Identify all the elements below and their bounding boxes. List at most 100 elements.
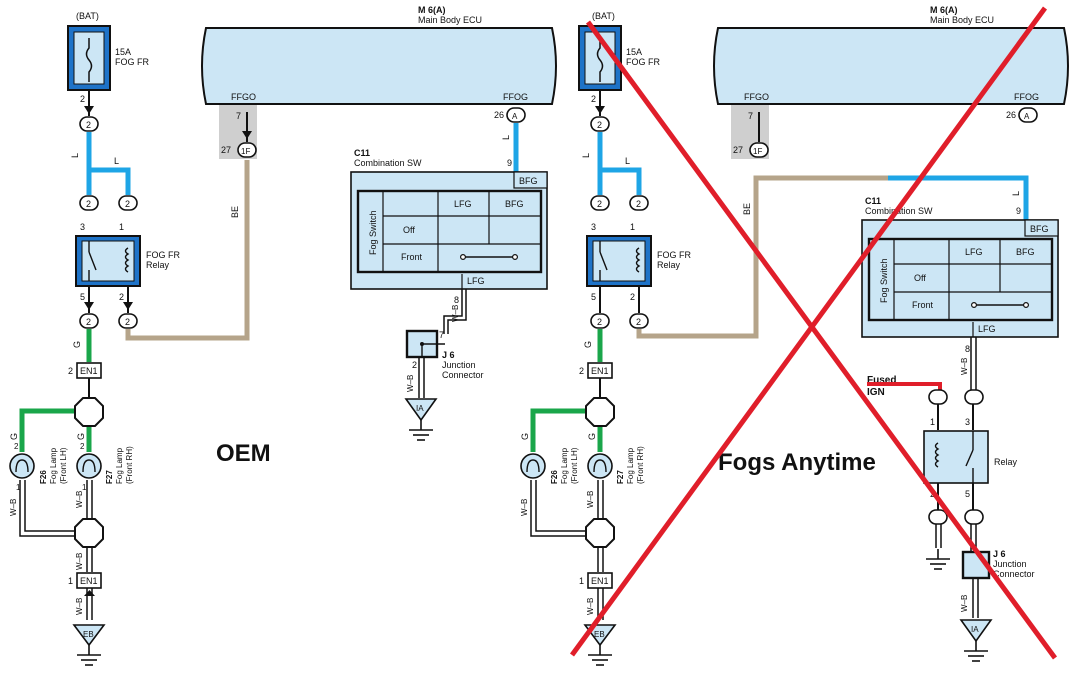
- conn-label: 2: [636, 317, 641, 327]
- en1-label: EN1: [80, 576, 98, 586]
- eb-label: EB: [83, 630, 94, 639]
- pin-num: 27: [733, 145, 743, 155]
- fog-lamp-rh: [76, 453, 102, 479]
- pin-num: 2: [630, 292, 635, 302]
- pin-num: 7: [439, 330, 444, 340]
- ground-icon: [963, 641, 989, 662]
- pin-num: 3: [80, 222, 85, 232]
- pin-ffgo: FFGO: [744, 92, 769, 102]
- pin-num: 1: [119, 222, 124, 232]
- pin-num: 5: [591, 292, 596, 302]
- ecu-code: M 6(A): [418, 5, 446, 15]
- fuse-name: FOG FR: [115, 57, 149, 67]
- conn-a: A: [1024, 112, 1030, 121]
- main-body-ecu: [201, 27, 557, 105]
- conn-label: 2: [86, 317, 91, 327]
- bfg-label: BFG: [1030, 224, 1049, 234]
- wire-g: G: [587, 433, 597, 440]
- ecu-code: M 6(A): [930, 5, 958, 15]
- fog-lamp-label: Fog Lamp: [49, 447, 58, 484]
- wire-g: G: [520, 433, 530, 440]
- fuse-name: FOG FR: [626, 57, 660, 67]
- junction-name: Junction: [442, 360, 476, 370]
- fog-lamp-label: Fog Lamp: [626, 447, 635, 484]
- wire-wb: W–B: [75, 553, 84, 570]
- sw-code: C11: [865, 196, 881, 206]
- f27-label: F27: [616, 470, 625, 484]
- conn-label: 2: [597, 199, 602, 209]
- blue-wire-l-sw: [888, 175, 1029, 220]
- off-label: Off: [914, 273, 926, 283]
- relay-label: Relay: [146, 260, 170, 270]
- pin-num: 1: [630, 222, 635, 232]
- pin-num: 2: [412, 360, 417, 370]
- ia-label: IA: [416, 404, 424, 413]
- pin-num: 2: [80, 442, 85, 451]
- pin-num: 7: [748, 111, 753, 121]
- wire-g: G: [583, 341, 593, 348]
- junction-name-2: Connector: [442, 370, 484, 380]
- lfg-out-label: LFG: [978, 324, 996, 334]
- tan-wire-be: [125, 160, 250, 341]
- pin-num: 26: [1006, 110, 1016, 120]
- oem-caption: OEM: [216, 440, 271, 467]
- fog-lamp-lh: [9, 453, 35, 479]
- red-cross-line-1: [585, 20, 1058, 660]
- ecu-name: Main Body ECU: [930, 15, 994, 25]
- wire-wb: W–B: [586, 598, 595, 615]
- fuse-icon: [85, 38, 93, 82]
- pin-num: 7: [236, 111, 241, 121]
- sw-name: Combination SW: [354, 158, 422, 168]
- wire-wb: W–B: [75, 598, 84, 615]
- pin-ffog: FFOG: [503, 92, 528, 102]
- ground-icon: [925, 549, 951, 570]
- front-lh-label: (Front LH): [59, 447, 68, 484]
- pin-ffgo: FFGO: [231, 92, 256, 102]
- lfg-out-label: LFG: [467, 276, 485, 286]
- bfg-col-label: BFG: [505, 199, 524, 209]
- blue-wire-l: [86, 132, 131, 195]
- wire-l: L: [581, 153, 591, 158]
- oem-diagram: (BAT) 15A FOG FR 2 2 L L 2 2 3 1 FOG FR …: [9, 5, 557, 666]
- bat-label: (BAT): [592, 11, 615, 21]
- wire-wb: W–B: [586, 491, 595, 508]
- pin-num: 3: [591, 222, 596, 232]
- conn-1f: 1F: [753, 147, 762, 156]
- junction-code: J 6: [442, 350, 455, 360]
- conn-label: 2: [125, 317, 130, 327]
- en1-label: EN1: [591, 366, 609, 376]
- relay-coil-icon: [124, 247, 130, 273]
- f26-label: F26: [39, 470, 48, 484]
- fog-lamp-rh: [587, 453, 613, 479]
- relay-name: FOG FR: [146, 250, 180, 260]
- off-label: Off: [403, 225, 415, 235]
- pin-num: 9: [1016, 206, 1021, 216]
- ia-label: IA: [971, 625, 979, 634]
- pin-num: 26: [494, 110, 504, 120]
- ground-icon: [76, 645, 102, 666]
- relay-coil-icon: [635, 247, 641, 273]
- wire-wb: W–B: [75, 491, 84, 508]
- pin-num: 1: [16, 483, 21, 492]
- fuse-icon: [596, 38, 604, 82]
- en1-label: EN1: [591, 576, 609, 586]
- wire-wb: W–B: [406, 375, 415, 392]
- fused-label: Fused: [867, 375, 896, 386]
- pin-num: 2: [579, 366, 584, 376]
- splice-point: [585, 397, 615, 427]
- pin-num: 2: [591, 94, 596, 104]
- wire-be: BE: [230, 206, 240, 218]
- splice-point: [585, 518, 615, 548]
- pin-num: 5: [80, 292, 85, 302]
- front-label: Front: [401, 252, 423, 262]
- added-relay: [923, 430, 989, 484]
- conn-label: 2: [597, 317, 602, 327]
- relay-label: Relay: [994, 457, 1018, 467]
- front-label: Front: [912, 300, 934, 310]
- fog-lamp-lh: [520, 453, 546, 479]
- green-wire-lamps: [19, 408, 92, 452]
- wire-l: L: [70, 153, 80, 158]
- wire-l-2: L: [114, 156, 119, 166]
- ground-icon: [587, 645, 613, 666]
